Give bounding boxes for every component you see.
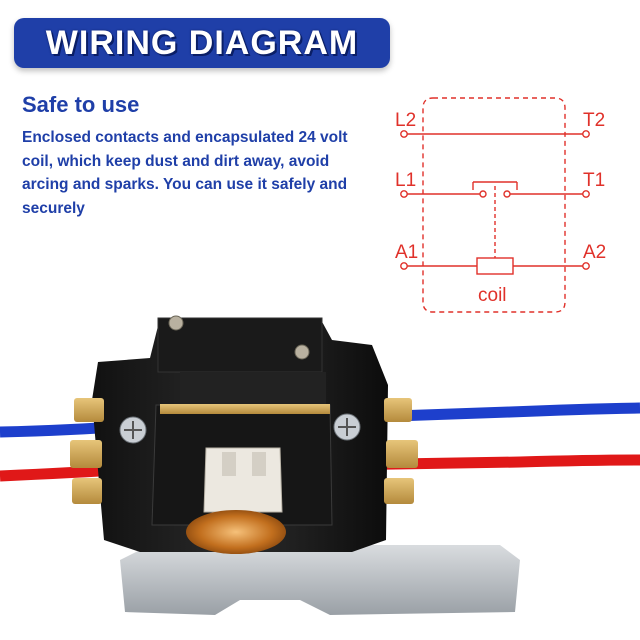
section-subtitle: Safe to use — [22, 92, 140, 117]
coil-symbol — [476, 257, 514, 275]
armature-slot-left — [222, 452, 236, 476]
terminal-l1-label: L1 — [395, 170, 416, 191]
left-terminals — [70, 398, 104, 504]
section-description: Enclosed contacts and encapsulated 24 vo… — [22, 129, 348, 217]
enclosure-outline — [422, 97, 566, 313]
yoke-top — [160, 404, 330, 414]
terminal-a2-dot — [582, 262, 590, 270]
right-terminals — [384, 398, 418, 504]
terminal-t2-dot — [582, 130, 590, 138]
armature — [203, 447, 283, 513]
contactor-photo — [0, 315, 640, 615]
terminal-a2-label: A2 — [583, 242, 606, 263]
page-title: WIRING DIAGRAM — [45, 23, 359, 62]
coil-label: coil — [478, 285, 507, 306]
terminal-l2-dot — [400, 130, 408, 138]
terminal-t2-label: T2 — [583, 110, 605, 131]
terminal-l1-dot — [400, 190, 408, 198]
terminal-a1-dot — [400, 262, 408, 270]
title-banner: WIRING DIAGRAM — [14, 18, 390, 68]
armature-slot-right — [252, 452, 266, 476]
terminal-t1-label: T1 — [583, 170, 605, 191]
terminal-screws — [119, 315, 361, 444]
copper-coil — [186, 510, 286, 554]
top-housing — [157, 317, 323, 373]
contact-dot-right — [503, 190, 511, 198]
wiring-schematic: L2 T2 L1 T1 A1 A2 coil — [395, 97, 606, 313]
terminal-l2-label: L2 — [395, 110, 416, 131]
terminal-t1-dot — [582, 190, 590, 198]
base-plate — [120, 545, 520, 615]
contact-dot-left — [479, 190, 487, 198]
terminal-a1-label: A1 — [395, 242, 418, 263]
